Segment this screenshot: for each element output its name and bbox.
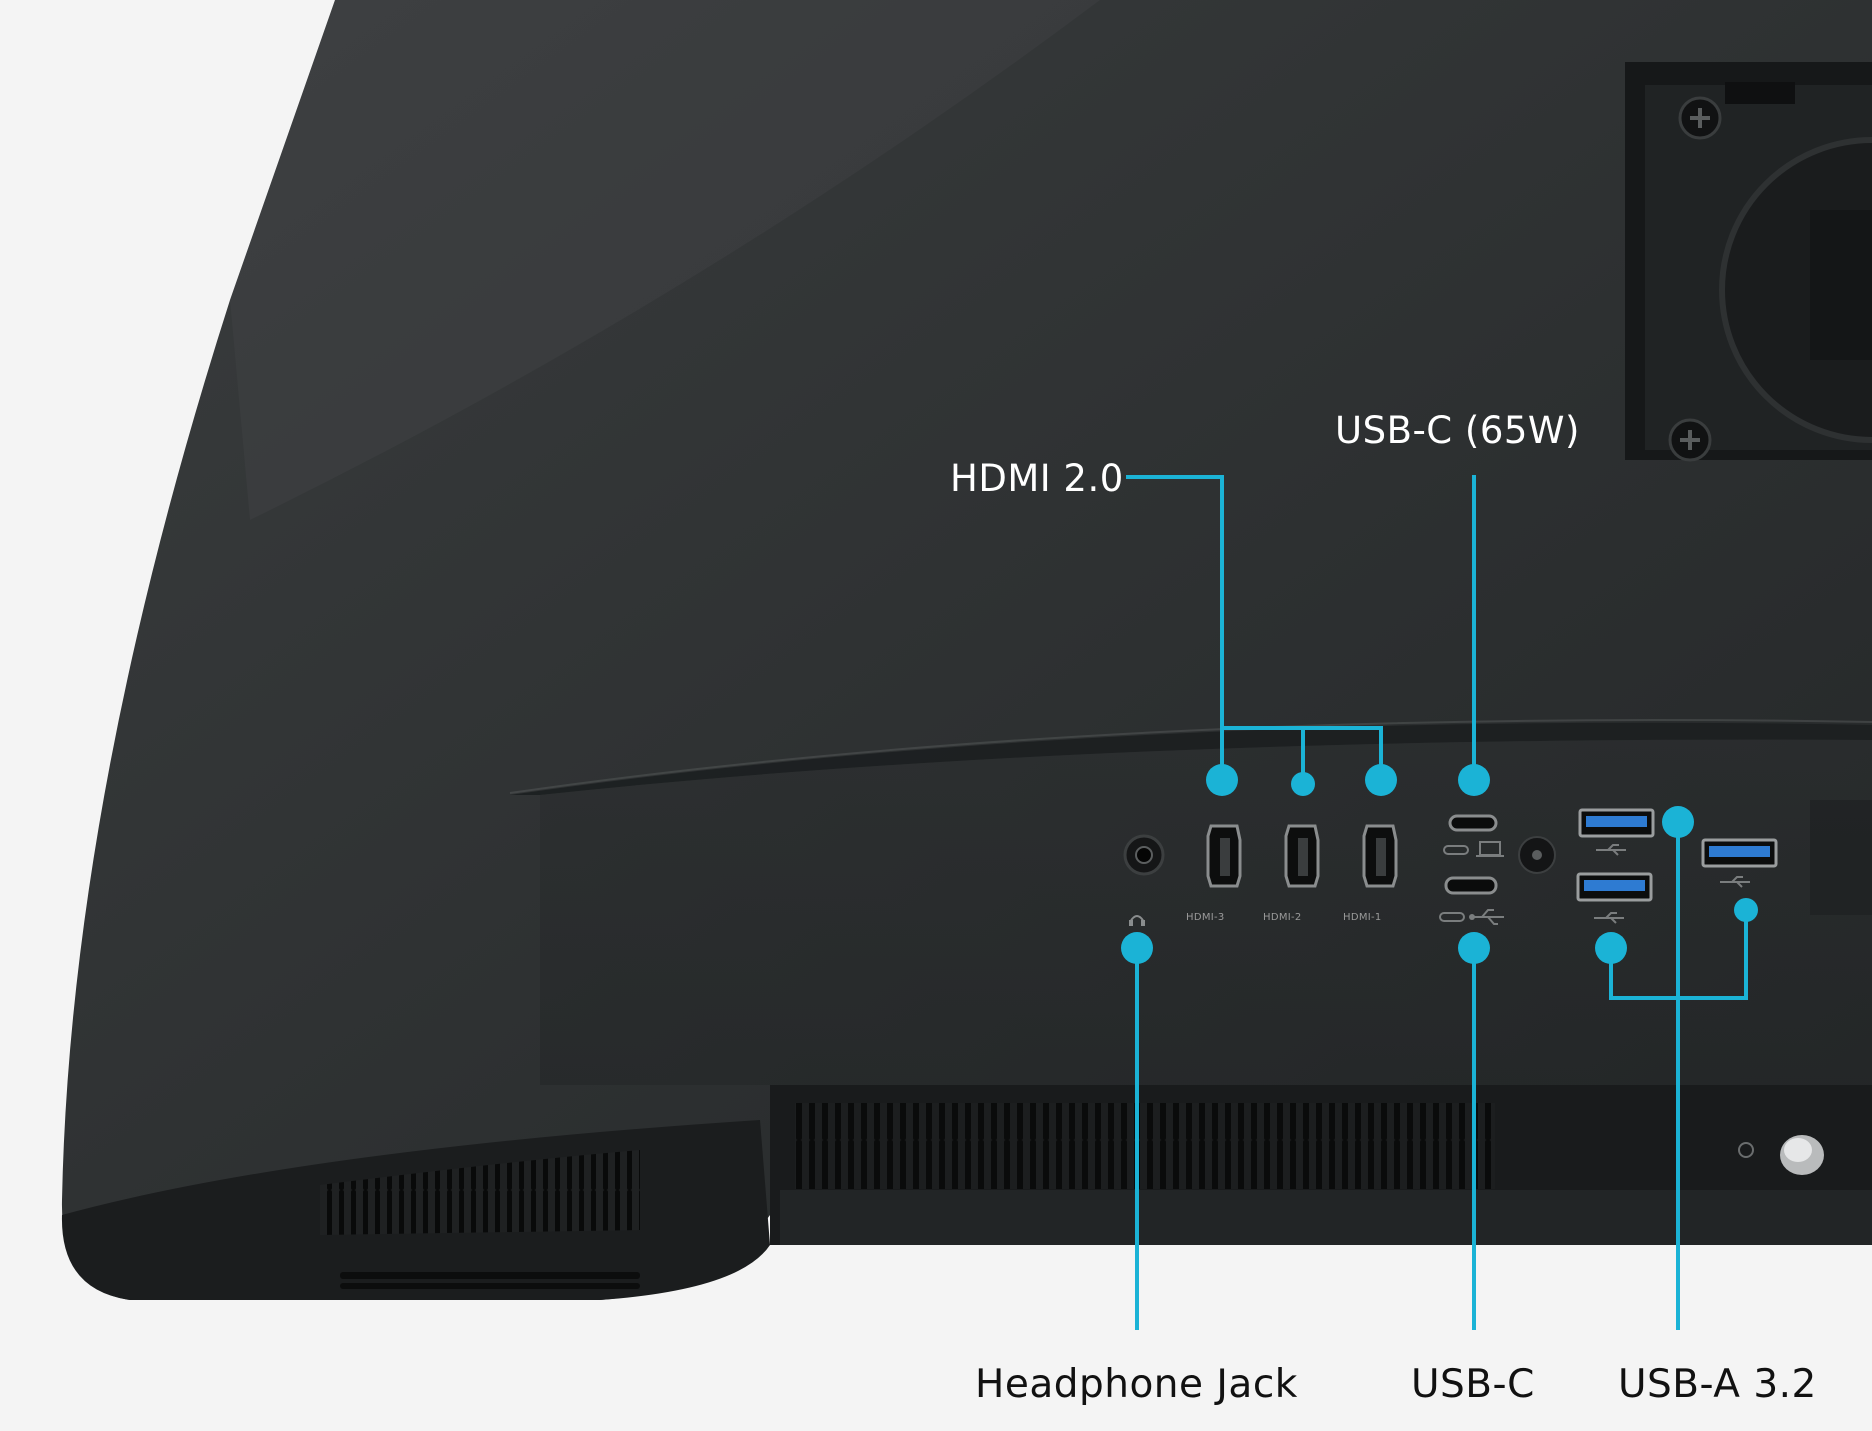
callout-dots [1121,764,1758,964]
vent-slots-main [795,1103,1495,1189]
power-button [1738,1135,1824,1175]
callout-lines [1126,475,1748,1330]
hdmi-callout-label: HDMI 2.0 [950,457,1124,500]
hdmi-3-label: HDMI-3 [1186,912,1225,923]
headphone-icon [1129,915,1145,926]
usb-c-display-icon [1443,841,1504,857]
headphone-callout-label: Headphone Jack [975,1362,1298,1407]
vesa-mount [1625,62,1872,462]
usb-c-port [1444,876,1498,895]
usb-c-65w-callout-label: USB-C (65W) [1335,409,1580,452]
hdmi-2-port [1284,824,1320,888]
usb-a-port-top [1578,808,1655,838]
usb-a-callout-label: USB-A 3.2 [1618,1362,1817,1407]
usb-c-callout-label: USB-C [1411,1362,1535,1407]
hdmi-3-port [1206,824,1242,888]
usb-a-port-side [1701,838,1778,868]
body-crease [510,722,1872,795]
hdmi-1-label: HDMI-1 [1343,912,1382,923]
usb-c-65w-port [1448,814,1498,832]
usb-a-port-bottom [1576,872,1653,902]
usb-icon [1594,844,1750,924]
port-row: HDMI-3 HDMI-2 HDMI-1 [1123,808,1778,926]
usb-c-data-icon [1439,909,1504,925]
hdmi-2-label: HDMI-2 [1263,912,1302,923]
hdmi-1-port [1362,824,1398,888]
